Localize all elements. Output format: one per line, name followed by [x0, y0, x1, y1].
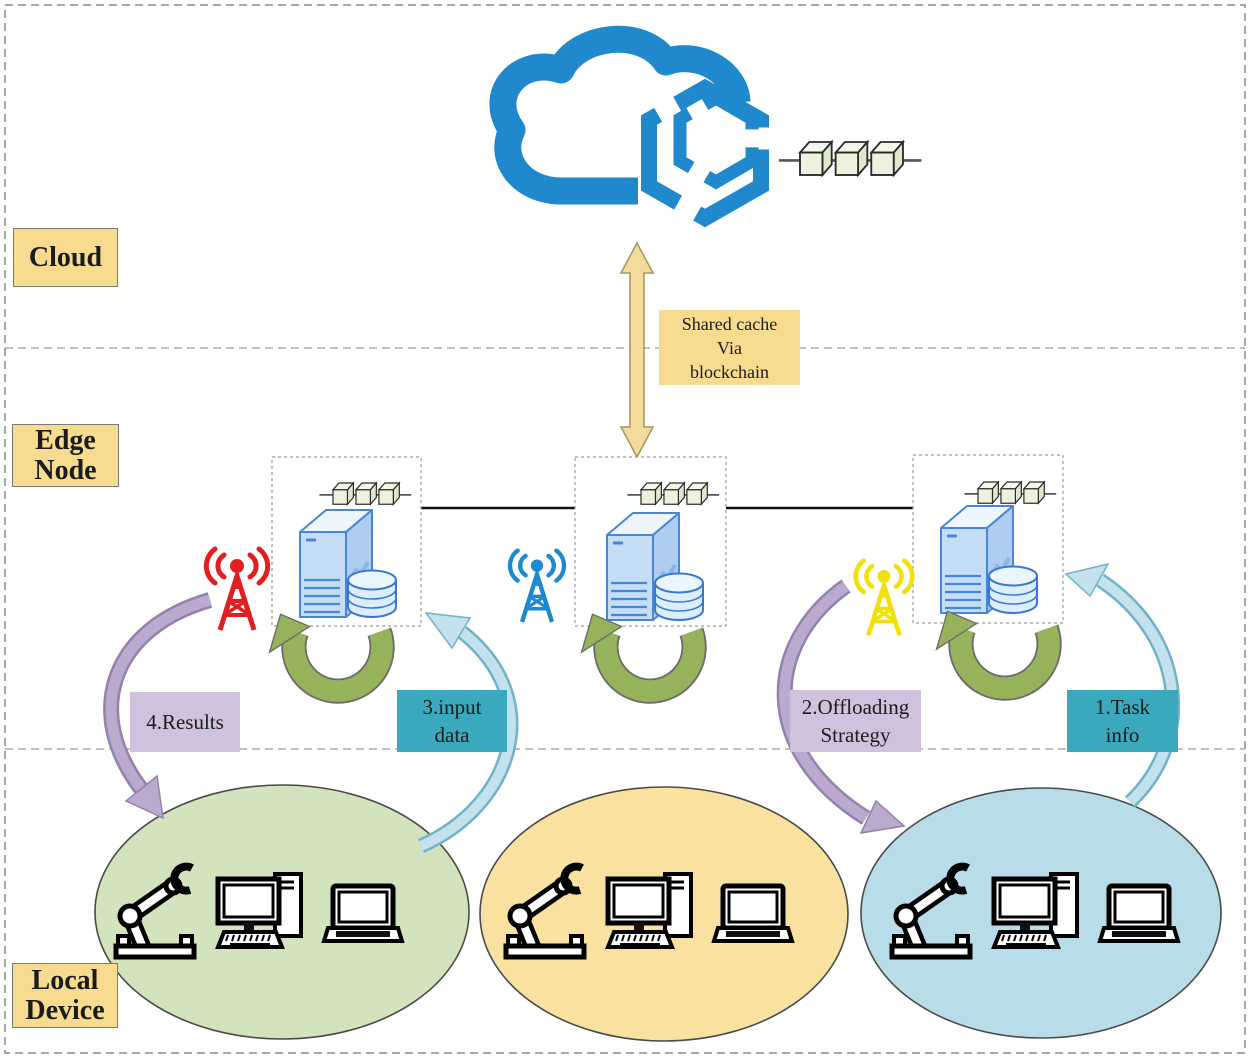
offloading-flow-arrow	[776, 579, 906, 834]
label-line: Via	[717, 337, 742, 358]
edge-section-label: Edge Node	[12, 424, 119, 487]
blockchain-cubes-icon	[779, 142, 922, 175]
offloading-step-label: 2.Offloading Strategy	[790, 690, 921, 752]
input-data-flow-arrow	[417, 612, 519, 853]
label-line: Shared cache	[681, 313, 778, 334]
label-line: Node	[34, 454, 97, 486]
task-info-flow-arrow	[1064, 562, 1181, 808]
label-line: 4.Results	[146, 710, 224, 734]
label-line: Local	[31, 964, 99, 996]
input-data-step-label: 3.input data	[397, 690, 507, 752]
antenna-icon-yellow	[856, 561, 912, 636]
task-info-step-label: 1.Task info	[1067, 690, 1178, 752]
results-step-label: 4.Results	[130, 692, 240, 752]
results-flow-arrow	[103, 592, 213, 820]
label-line: 3.input	[422, 695, 482, 719]
cloud-blockchain-icon	[489, 25, 769, 228]
label-line: Device	[25, 994, 105, 1026]
cloud-edge-sync-arrow	[619, 241, 655, 459]
label-line: Strategy	[820, 723, 891, 747]
label-line: 1.Task	[1094, 695, 1151, 719]
cloud-section-label: Cloud	[13, 228, 118, 287]
label-line: Edge	[35, 424, 96, 456]
label-line: info	[1105, 723, 1140, 747]
label-line: 2.Offloading	[801, 695, 910, 719]
label-line: blockchain	[690, 361, 769, 382]
label-line: Cloud	[28, 241, 103, 273]
antenna-icon-red	[206, 549, 267, 630]
local-section-label: Local Device	[12, 963, 118, 1028]
antenna-icon-blue	[510, 551, 564, 622]
label-line: data	[434, 723, 470, 747]
shared-cache-annotation: Shared cache Via blockchain	[659, 310, 800, 385]
